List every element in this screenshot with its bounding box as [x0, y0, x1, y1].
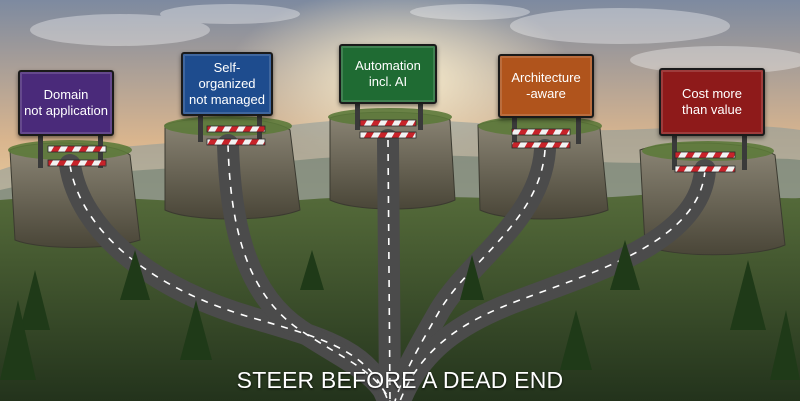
- sign-cost: Cost more than value: [659, 68, 765, 136]
- sign-domain: Domain not application: [18, 70, 114, 136]
- sign-self-organized: Self-organized not managed: [181, 52, 273, 116]
- sign-architecture: Architecture -aware: [498, 54, 594, 118]
- sign-automation: Automation incl. AI: [339, 44, 437, 104]
- caption-title: STEER BEFORE A DEAD END: [236, 367, 564, 393]
